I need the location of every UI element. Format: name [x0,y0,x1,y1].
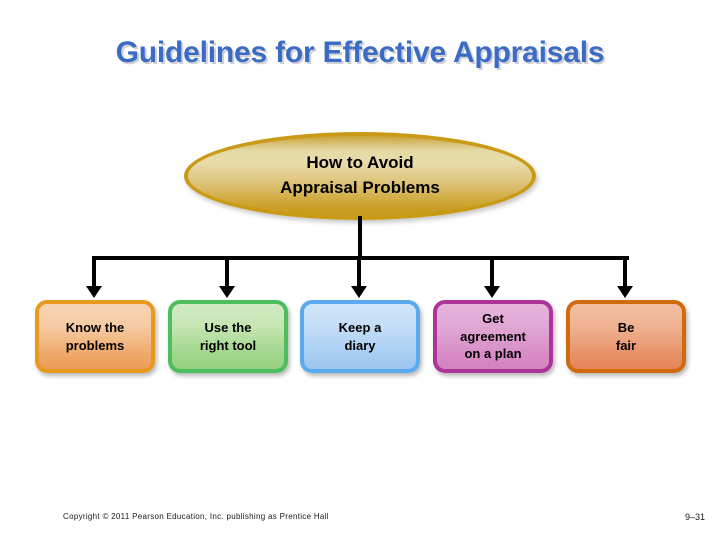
diagram-node-label-line: diary [344,337,376,353]
diagram-node-label: Use the right tool [172,319,284,354]
arrow-icon-know-the-problems [86,286,102,298]
diagram-node-label-line: Keep a [338,319,382,335]
connector-drop-be-fair [623,258,627,288]
connector-drop-keep-a-diary [357,258,361,288]
diagram-node-use-the-right-tool[interactable]: Use the right tool [168,300,288,373]
diagram-node-label-line: problems [65,337,125,353]
diagram-node-row: Know the problems Use the right tool Keep a d… [0,300,720,376]
diagram-root-label-line1: How to Avoid [306,153,414,173]
arrow-icon-keep-a-diary [351,286,367,298]
diagram-node-label-line: Know the [65,319,125,335]
diagram-node-label-line: fair [615,337,637,353]
diagram-node-label-line: agreement [460,328,526,344]
diagram-node-label: Know the problems [39,319,151,354]
diagram-node-label-line: Use the [204,319,252,335]
arrow-icon-use-the-right-tool [219,286,235,298]
connector-stem-vertical [358,216,362,260]
diagram-node-know-the-problems[interactable]: Know the problems [35,300,155,373]
diagram-root-label: How to Avoid Appraisal Problems [280,151,440,200]
diagram-node-be-fair[interactable]: Be fair [566,300,686,373]
diagram-node-label-line: Be [617,319,635,335]
connector-drop-use-the-right-tool [225,258,229,288]
arrow-icon-be-fair [617,286,633,298]
diagram-node-label: Be fair [570,319,682,354]
diagram-node-label-line: Get [482,311,504,327]
diagram-node-label-line: right tool [199,337,257,353]
footer-copyright: Copyright © 2011 Pearson Education, Inc.… [63,512,329,521]
footer-page-number: 9–31 [684,512,705,522]
arrow-icon-get-agreement-on-a-plan [484,286,500,298]
connector-drop-know-the-problems [92,258,96,288]
diagram-node-label-line: on a plan [464,346,522,362]
diagram-root-label-line2: Appraisal Problems [280,178,440,197]
diagram-root-node: How to Avoid Appraisal Problems [184,132,536,220]
page-title: Guidelines for Effective Appraisals [115,36,605,69]
diagram-node-label: Keep a diary [304,319,416,354]
connector-drop-get-agreement-on-a-plan [490,258,494,288]
diagram-node-keep-a-diary[interactable]: Keep a diary [300,300,420,373]
